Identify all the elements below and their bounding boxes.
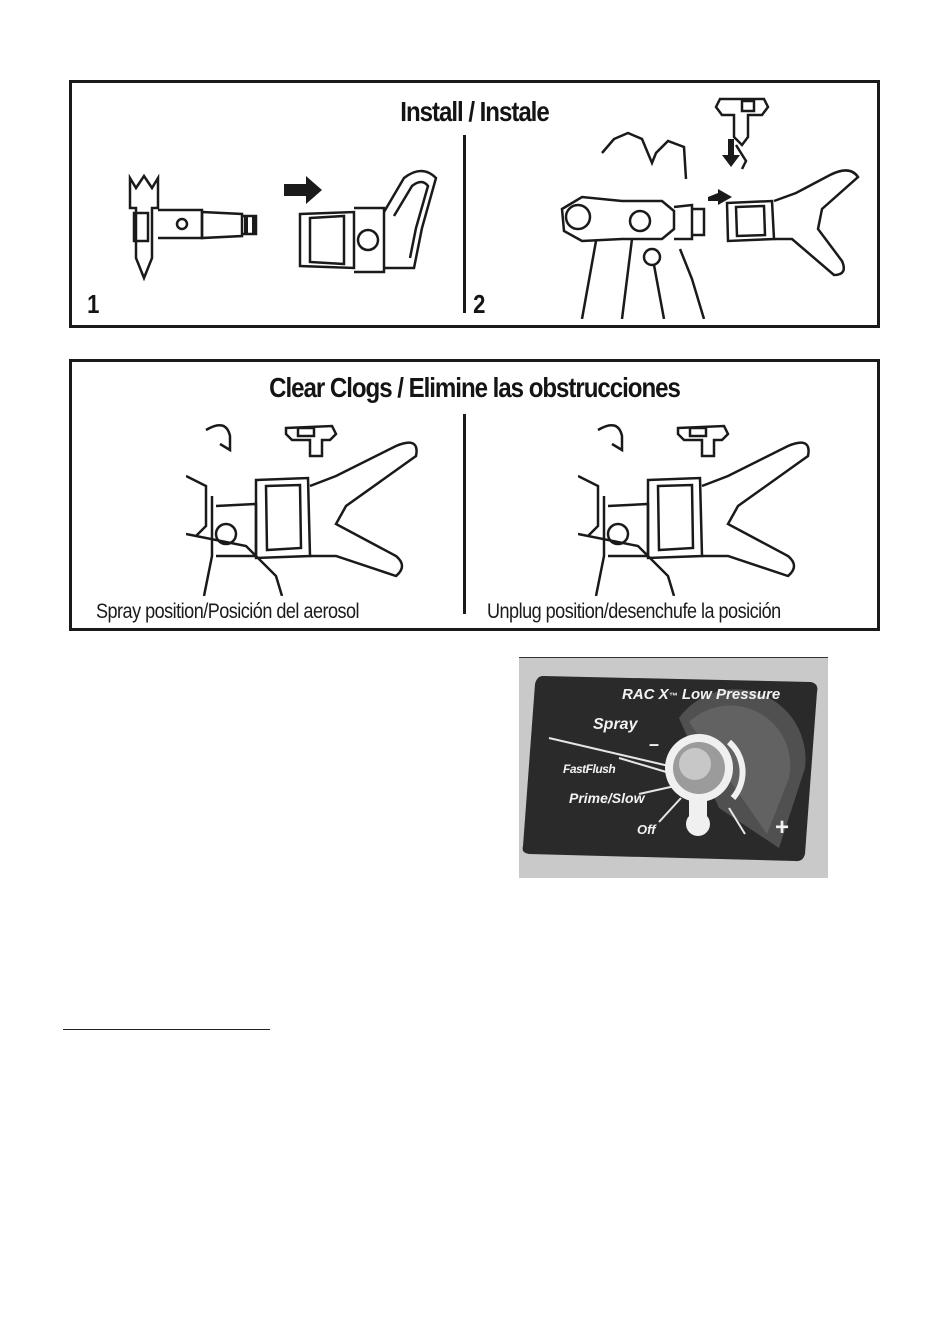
spray-position-illustration (186, 416, 426, 596)
clear-clogs-title: Clear Clogs / Elimine las obstrucciones (128, 372, 820, 404)
brand-label: RAC X™ Low Pressure (622, 686, 780, 703)
pressure-control-photo: RAC X™ Low Pressure Spray – FastFlush Pr… (519, 657, 828, 878)
plus-label: + (775, 814, 789, 842)
unplug-position-caption: Unplug position/desenchufe la posición (487, 600, 781, 624)
spray-setting-label: Spray (593, 716, 637, 734)
fastflush-label: FastFlush (563, 762, 615, 776)
step-2-number: 2 (473, 289, 485, 320)
step-1-number: 1 (87, 289, 99, 320)
prime-slow-label: Prime/Slow (569, 790, 644, 806)
tip-insert-illustration (122, 168, 442, 288)
clogs-divider (463, 414, 466, 614)
footnote-separator (63, 1029, 270, 1030)
unplug-position-illustration (578, 416, 818, 596)
spray-position-caption: Spray position/Posición del aerosol (96, 600, 359, 624)
install-panel: Install / Instale 1 2 (69, 80, 880, 328)
off-label: Off (637, 822, 656, 837)
clear-clogs-panel: Clear Clogs / Elimine las obstrucciones … (69, 359, 880, 631)
install-divider (463, 135, 466, 313)
minus-label: – (649, 734, 659, 755)
gun-install-illustration (542, 89, 872, 319)
